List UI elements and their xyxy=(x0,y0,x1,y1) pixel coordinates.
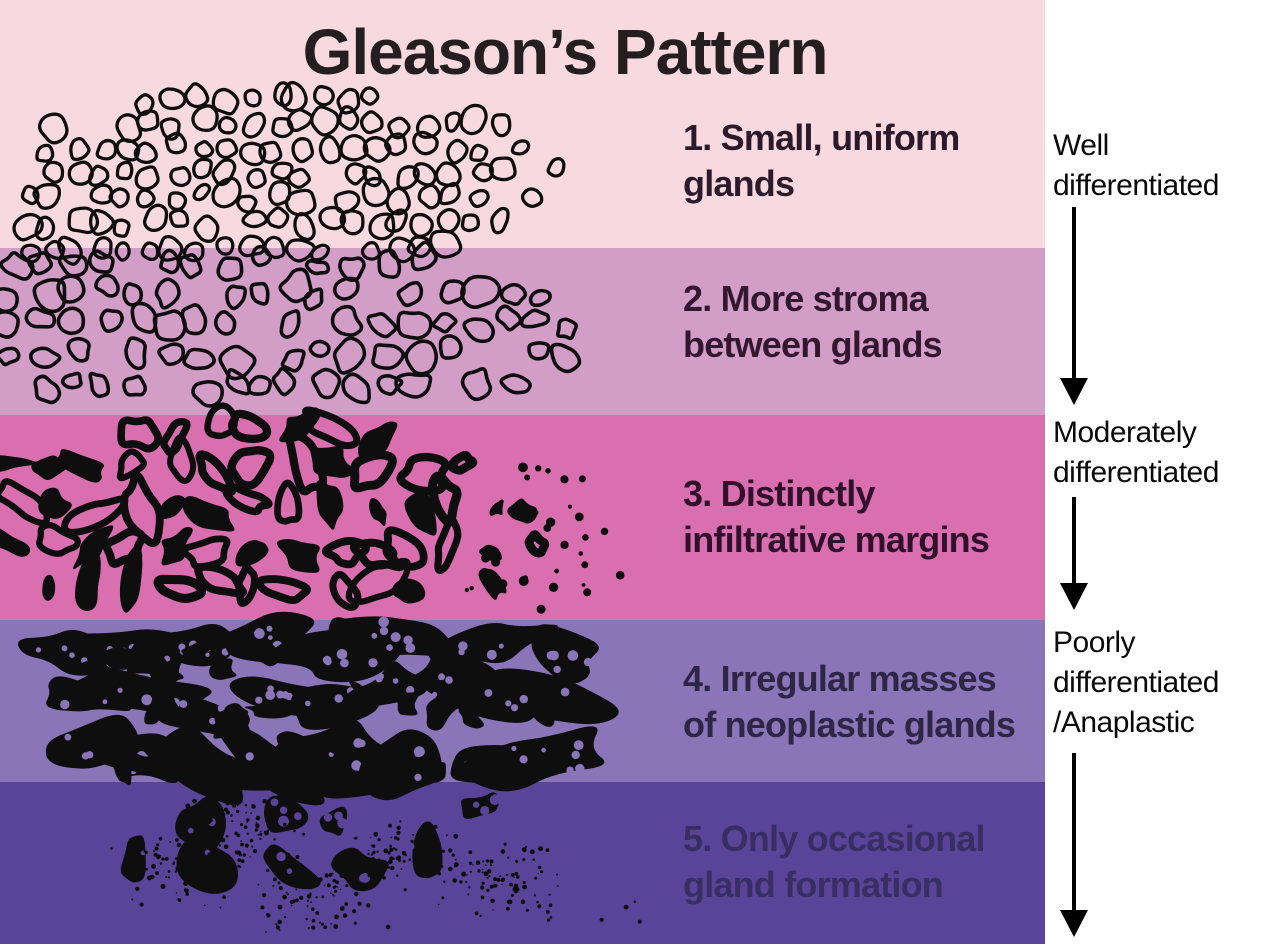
pattern-label-4: 4. Irregular masses of neoplastic glands xyxy=(683,656,1055,748)
diff-label-well: Well differentiated xyxy=(1053,126,1258,206)
pattern-label-4-line2: of neoplastic glands xyxy=(683,704,1016,745)
pattern-label-4-line1: 4. Irregular masses xyxy=(683,658,997,699)
down-arrow-icon xyxy=(1060,207,1088,405)
pattern-label-3-line2: infiltrative margins xyxy=(683,519,990,560)
pattern-label-2-line1: 2. More stroma xyxy=(683,278,929,319)
differentiation-panel: Well differentiated Moderately different… xyxy=(1045,0,1262,944)
down-arrow-icon xyxy=(1060,497,1088,610)
diff-label-poorly-line1: Poorly xyxy=(1053,626,1136,659)
diff-label-well-line1: Well xyxy=(1053,129,1109,162)
down-arrow-icon xyxy=(1060,753,1088,937)
pattern-label-5-line2: gland formation xyxy=(683,864,944,905)
diff-label-well-line2: differentiated xyxy=(1053,169,1219,202)
diff-label-moderately-line2: differentiated xyxy=(1053,456,1219,489)
arrow-head xyxy=(1060,583,1088,610)
arrow-shaft xyxy=(1072,497,1076,584)
arrow-shaft xyxy=(1072,207,1076,379)
page-title: Gleason’s Pattern xyxy=(302,16,829,88)
arrow-head xyxy=(1060,910,1088,937)
pattern-label-3-line1: 3. Distinctly xyxy=(683,473,875,514)
pattern-label-5: 5. Only occasional gland formation xyxy=(683,816,1055,908)
pattern-label-2: 2. More stroma between glands xyxy=(683,276,1055,368)
arrow-shaft xyxy=(1072,753,1076,911)
diff-label-moderately: Moderately differentiated xyxy=(1053,413,1258,493)
diff-label-moderately-line1: Moderately xyxy=(1053,416,1197,449)
pattern-label-3: 3. Distinctly infiltrative margins xyxy=(683,471,1055,563)
diff-label-poorly-line3: /Anaplastic xyxy=(1053,706,1195,739)
pattern-label-1: 1. Small, uniform glands xyxy=(683,115,1055,207)
pattern-label-1-line1: 1. Small, uniform xyxy=(683,117,960,158)
pattern-label-2-line2: between glands xyxy=(683,324,943,365)
diff-label-poorly-line2: differentiated xyxy=(1053,666,1219,699)
diff-label-poorly: Poorly differentiated /Anaplastic xyxy=(1053,623,1258,743)
arrow-head xyxy=(1060,378,1088,405)
pattern-label-1-line2: glands xyxy=(683,163,795,204)
pattern-label-5-line1: 5. Only occasional xyxy=(683,818,986,859)
